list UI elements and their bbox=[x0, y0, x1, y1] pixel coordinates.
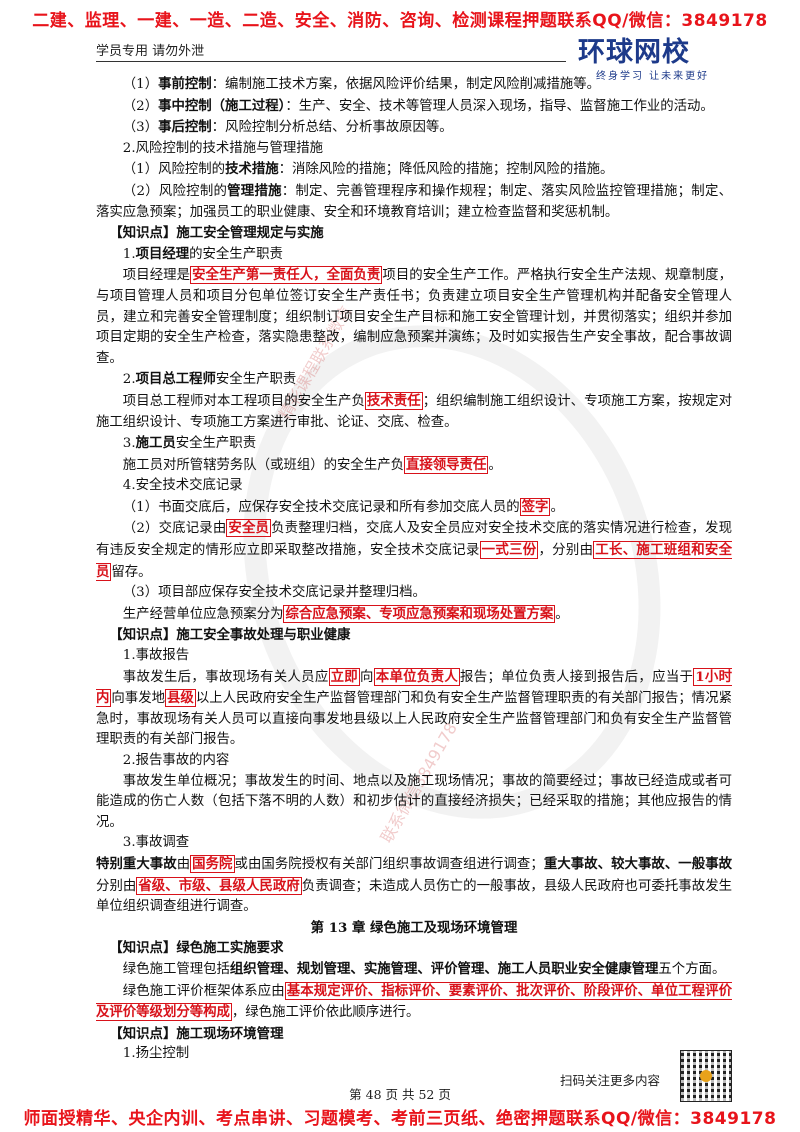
chapter-title: 第 13 章 绿色施工及现场环境管理 bbox=[310, 919, 518, 936]
highlight-box: 安全员 bbox=[226, 519, 272, 538]
highlight-box: 县级 bbox=[165, 689, 196, 708]
brand-logo: 环球网校 终身学习 让未来更好 bbox=[578, 30, 728, 82]
subheading: 1.事故报告 bbox=[122, 648, 190, 664]
paragraph: （2）风险控制的管理措施：制定、完善管理程序和操作规程；制定、落实风险监控管理措… bbox=[96, 182, 732, 220]
subheading: 1.项目经理的安全生产职责 bbox=[122, 245, 283, 262]
knowledge-point-heading: 【知识点】施工现场环境管理 bbox=[109, 1025, 284, 1042]
subheading: 2.风险控制的技术措施与管理措施 bbox=[122, 140, 324, 156]
knowledge-point-heading: 【知识点】施工安全事故处理与职业健康 bbox=[109, 627, 351, 644]
paragraph: 施工员对所管辖劳务队（或班组）的安全生产负直接领导责任。 bbox=[122, 455, 502, 474]
subheading: 1.扬尘控制 bbox=[122, 1046, 190, 1062]
paragraph: 绿色施工评价框架体系应由基本规定评价、指标评价、要素评价、批次评价、阶段评价、单… bbox=[96, 981, 733, 1022]
highlight-box: 省级、市级、县级人民政府 bbox=[136, 876, 302, 895]
highlight-box: 安全生产第一责任人，全面负责 bbox=[190, 266, 383, 285]
bottom-banner: 师面授精华、央企内训、考点串讲、习题模考、考前三页纸、绝密押题联系QQ/微信：3… bbox=[23, 1109, 777, 1129]
qr-caption: 扫码关注更多内容 bbox=[560, 1073, 661, 1088]
subheading: 3.施工员安全生产职责 bbox=[122, 435, 257, 452]
highlight-box: 技术责任 bbox=[364, 391, 423, 410]
highlight-box: 基本规定评价、指标评价、要素评价、批次评价、阶段评价、单位工程评价及评价等级划分… bbox=[96, 981, 733, 1022]
highlight-box: 工长、施工班组和安全员 bbox=[96, 541, 733, 581]
highlight-box: 国务院 bbox=[190, 854, 235, 873]
highlight-box: 综合应急预案、专项应急预案和现场处置方案 bbox=[283, 604, 556, 623]
highlight-box: 直接领导责任 bbox=[404, 455, 489, 474]
qr-code-icon bbox=[680, 1050, 732, 1102]
subheading: 3.事故调查 bbox=[122, 835, 190, 851]
paragraph: 生产经营单位应急预案分为综合应急预案、专项应急预案和现场处置方案。 bbox=[122, 604, 569, 623]
knowledge-point-heading: 【知识点】施工安全管理规定与实施 bbox=[109, 225, 324, 242]
header-label: 学员专用 请勿外泄 bbox=[96, 44, 205, 59]
paragraph: 项目经理是安全生产第一责任人，全面负责项目的安全生产工作。严格执行安全生产法规、… bbox=[96, 266, 733, 366]
knowledge-point-heading: 【知识点】绿色施工实施要求 bbox=[109, 940, 284, 957]
highlight-box: 一式三份 bbox=[479, 541, 539, 560]
paragraph: 项目总工程师对本工程项目的安全生产负技术责任；组织编制施工组织设计、专项施工方案… bbox=[96, 391, 733, 430]
highlight-box: 本单位负责人 bbox=[373, 667, 461, 686]
paragraph: 事故发生单位概况；事故发生的时间、地点以及施工现场情况；事故的简要经过；事故已经… bbox=[96, 773, 732, 830]
highlight-box: 立即 bbox=[328, 667, 361, 686]
paragraph: 特别重大事故由国务院或由国务院授权有关部门组织事故调查组进行调查；重大事故、较大… bbox=[96, 854, 733, 915]
logo-slogan: 终身学习 让未来更好 bbox=[596, 71, 710, 82]
paragraph: （3）事后控制：风险控制分析总结、分析事故原因等。 bbox=[122, 119, 453, 136]
paragraph: （2）交底记录由安全员负责整理归档，交底人及安全员应对安全技术交底的落实情况进行… bbox=[96, 519, 733, 581]
logo-title: 环球网校 bbox=[578, 37, 690, 68]
highlight-box: 签字 bbox=[519, 497, 551, 516]
paragraph: 事故发生后，事故现场有关人员应立即向本单位负责人报告；单位负责人接到报告后，应当… bbox=[96, 667, 733, 748]
paragraph: （1）事前控制：编制施工技术方案，依据风险评价结果，制定风险削减措施等。 bbox=[122, 76, 600, 92]
subheading: 4.安全技术交底记录 bbox=[122, 478, 243, 494]
document-body: （1）事前控制：编制施工技术方案，依据风险评价结果，制定风险削减措施等。 （2）… bbox=[96, 74, 732, 1065]
subheading: 2.项目总工程师安全生产职责 bbox=[122, 371, 297, 388]
page-number: 第 48 页 共 52 页 bbox=[349, 1087, 451, 1102]
highlight-box: 1小时内 bbox=[96, 667, 733, 708]
subheading: 2.报告事故的内容 bbox=[122, 753, 230, 768]
paragraph: 绿色施工管理包括组织管理、规划管理、实施管理、评价管理、施工人员职业安全健康管理… bbox=[122, 960, 726, 977]
paragraph: （1）书面交底后，应保存安全技术交底记录和所有参加交底人员的签字。 bbox=[122, 497, 564, 516]
paragraph: （1）风险控制的技术措施：消除风险的措施；降低风险的措施；控制风险的措施。 bbox=[122, 161, 614, 178]
header-divider bbox=[96, 61, 566, 62]
paragraph: （2）事中控制（施工过程）：生产、安全、技术等管理人员深入现场，指导、监督施工作… bbox=[122, 97, 714, 114]
paragraph: （3）项目部应保存安全技术交底记录并整理归档。 bbox=[122, 585, 426, 601]
top-banner: 二建、监理、一建、一造、二造、安全、消防、咨询、检测课程押题联系QQ/微信：38… bbox=[32, 11, 768, 31]
